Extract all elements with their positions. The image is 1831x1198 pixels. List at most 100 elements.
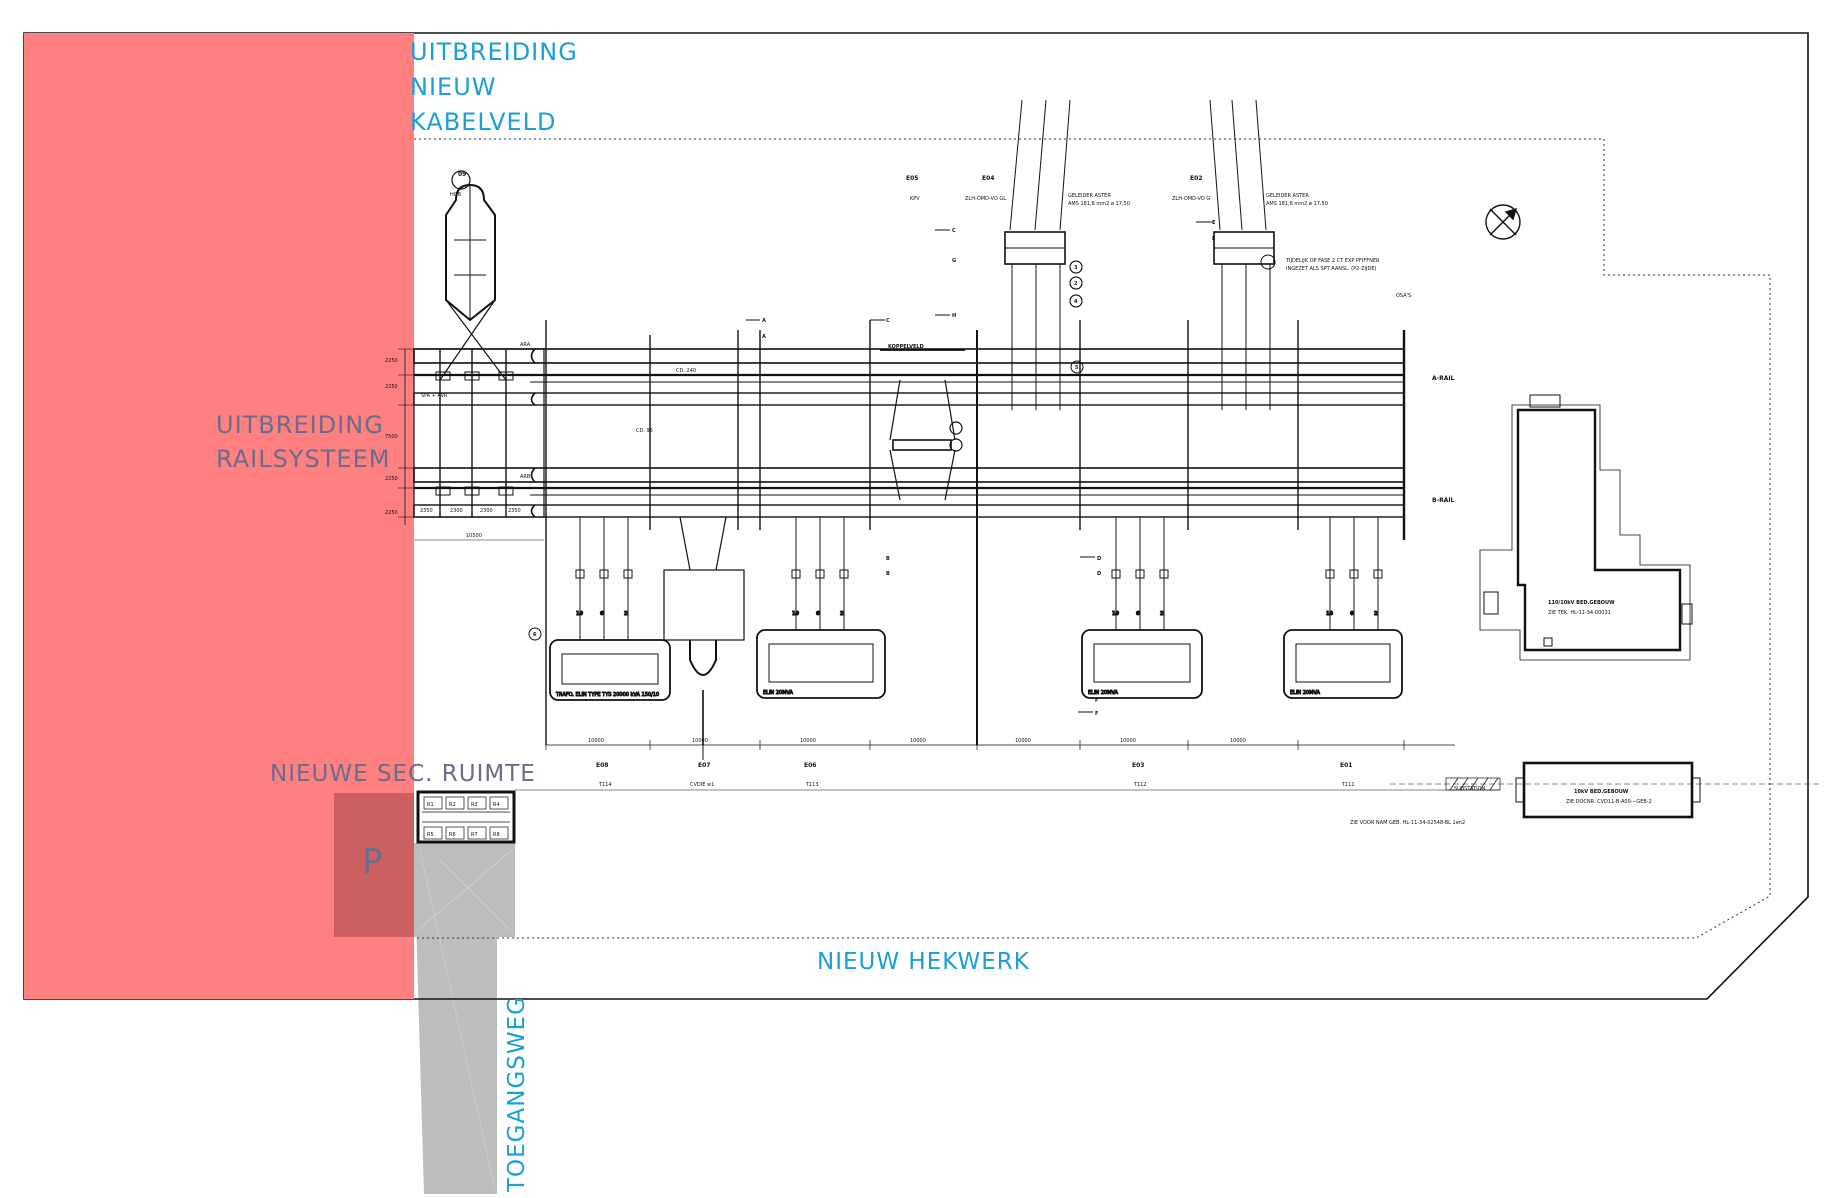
transformer-label: ELIN 20MVA — [763, 690, 794, 696]
section-mark-h: H — [952, 313, 956, 319]
bay-width-3: 10000 — [910, 738, 926, 744]
side-height-2: 7500 — [385, 434, 398, 440]
bay-width-5: 10000 — [1120, 738, 1136, 744]
bay-width-1: 10000 — [692, 738, 708, 744]
sec-room-cell — [489, 826, 509, 840]
side-height-0: 2250 — [385, 358, 398, 364]
new-sec-room — [416, 790, 516, 844]
phase-label: 2 — [840, 611, 844, 617]
a-rail-busbar — [413, 348, 1405, 406]
a-rail-label: A-RAIL — [1432, 375, 1455, 382]
drawing-annotations: 09 HOB E05 KPV E04 ZLH-OMD-VO GL E02 ZLH… — [385, 171, 1652, 826]
bay-width-0: 10000 — [588, 738, 604, 744]
field-name-kpv: KPV — [910, 196, 920, 202]
uitbreiding-railsysteem-label: UITBREIDING RAILSYSTEEM — [216, 411, 390, 473]
transformer-pit — [1283, 629, 1403, 699]
side-height-1: 2250 — [385, 384, 398, 390]
phase-label: 2 — [1160, 611, 1164, 617]
phase-label: 6 — [1350, 611, 1354, 617]
hob-field — [398, 170, 545, 541]
breaker — [1373, 569, 1383, 579]
field-name-cvdie: CVDIE w1 — [690, 782, 714, 788]
breaker — [1111, 569, 1121, 579]
transformer-body — [768, 643, 874, 683]
cd-label-2: CD. 240 — [676, 368, 696, 374]
breaker — [791, 569, 801, 579]
b-rail-busbar — [413, 467, 1405, 518]
dim-left-1: 2300 — [450, 508, 463, 514]
reference-note: ZIE VOOR NAM GEB. HL-11-34-02548-BL 1en2 — [1350, 820, 1465, 826]
line-feeder-e02 — [1209, 99, 1276, 410]
sec-room-cell-label: R7 — [471, 832, 478, 838]
dim-left-2: 2300 — [480, 508, 493, 514]
field-name-e02: ZLH-OMD-VO G — [1172, 196, 1210, 202]
sec-room-cell-label: R6 — [449, 832, 456, 838]
field-code-09: 09 — [458, 171, 466, 178]
rail-end-caps — [530, 330, 1406, 540]
osa-label: OSA'S — [1396, 293, 1411, 299]
sec-room-cell-label: R8 — [493, 832, 500, 838]
tijdelijk-note-l1: TIJDELIJK OP FASE 2 CT EXP PFIFFNER — [1285, 258, 1380, 264]
item-callouts — [528, 260, 1084, 641]
geleider-note-1-l1: GELEIDER ASTER — [1068, 193, 1111, 199]
transformer-label: ELIN 20MVA — [1088, 690, 1119, 696]
transformer-label: ELIN 20MVA — [1290, 690, 1321, 696]
transformer-body — [561, 653, 659, 685]
section-mark-c1: C — [886, 318, 890, 324]
dim-left-0: 2350 — [420, 508, 433, 514]
geleider-note-1-l2: AMS 181,6 mm2 ø 17,50 — [1068, 201, 1130, 207]
callout-2: 2 — [1074, 281, 1078, 287]
section-mark-f2: F — [1095, 698, 1098, 704]
section-letters: A A B B C C D D E E F F G H — [762, 220, 1216, 717]
breaker — [599, 569, 609, 579]
portal-columns — [545, 320, 1299, 745]
sec-room-cell — [423, 796, 443, 810]
substation-hatch — [1445, 777, 1501, 791]
field-code-e01: E01 — [1340, 762, 1352, 769]
item-callout-numbers: 3 2 4 5 6 — [533, 265, 1079, 638]
sec-room-cell-label: R3 — [471, 802, 478, 808]
breaker — [575, 569, 585, 579]
kabelveld-line-2: NIEUW — [410, 73, 497, 101]
phase-label: 10 — [1326, 611, 1333, 617]
sec-room-cell-label: R1 — [427, 802, 434, 808]
access-road — [414, 843, 515, 1194]
phase-label: 6 — [600, 611, 604, 617]
sec-room-cell-label: R2 — [449, 802, 456, 808]
transformer-label: TRAFO. ELIN TYPE TYS 20000 kVA 150/10 — [555, 692, 659, 698]
transformer-pit — [549, 639, 671, 701]
field-code-e08: E08 — [596, 762, 608, 769]
tijdelijk-note-l2: INGEZET ALS SPT AANSL. (P2-ZIJDE) — [1286, 266, 1376, 272]
main-building-label: 110/10kV BED.GEBOUW — [1548, 600, 1615, 606]
phase-label: 2 — [624, 611, 628, 617]
field-code-e07: E07 — [698, 762, 710, 769]
sec-room-cell — [467, 826, 487, 840]
transformer-body — [1093, 643, 1191, 683]
section-mark-a2: A — [762, 334, 766, 340]
b-rail-label: B-RAIL — [1432, 497, 1455, 504]
phase-label: 2 — [1374, 611, 1378, 617]
bay-width-4: 10000 — [1015, 738, 1031, 744]
section-mark-f1: F — [1095, 711, 1098, 717]
breaker — [839, 569, 849, 579]
koppelveld — [880, 349, 965, 501]
north-arrow-icon — [1485, 204, 1521, 240]
phase-label: 10 — [1112, 611, 1119, 617]
breaker — [1159, 569, 1169, 579]
kabelveld-line-3: KABELVELD — [410, 108, 557, 136]
sec-room-cell — [423, 826, 443, 840]
section-mark-a1: A — [762, 318, 766, 324]
field-code-e02: E02 — [1190, 175, 1202, 182]
field-name-t112: T112 — [1133, 782, 1147, 788]
railsysteem-line-2: RAILSYSTEEM — [216, 445, 390, 473]
line-feeder-e04 — [1004, 99, 1083, 410]
secondary-building — [1515, 761, 1701, 819]
geleider-note-2-l1: GELEIDER ASTER — [1266, 193, 1309, 199]
section-mark-e1: E — [1212, 220, 1216, 226]
sec-room-cell-label: R5 — [427, 832, 434, 838]
breaker — [623, 569, 633, 579]
